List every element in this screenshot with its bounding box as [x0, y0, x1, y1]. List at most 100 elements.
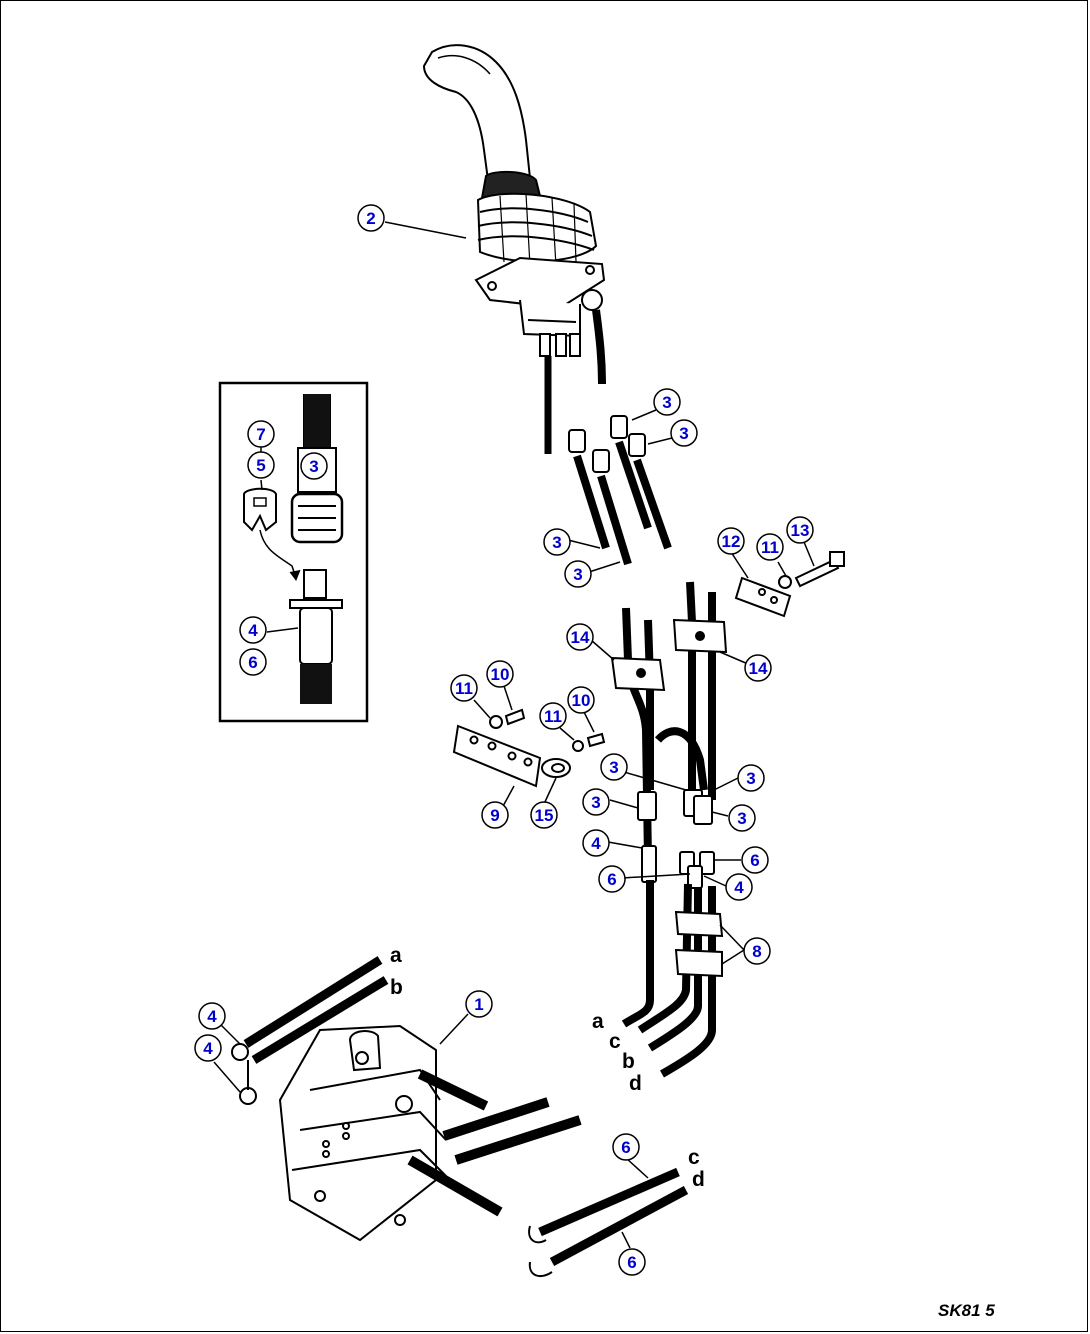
callout-4e: 4 [194, 1034, 222, 1062]
callout-circle [741, 846, 769, 874]
callout-circle [486, 660, 514, 688]
callout-circle [670, 419, 698, 447]
callout-label: 14 [571, 628, 590, 647]
callout-circle [194, 1034, 222, 1062]
callout-circle [653, 388, 681, 416]
callout-label: 8 [752, 942, 761, 961]
callout-10b: 10 [567, 686, 595, 714]
callout-label: 3 [737, 809, 746, 828]
joystick-lever [422, 44, 606, 454]
callout-circle [744, 654, 772, 682]
port-letter-b2: b [622, 1050, 635, 1073]
callout-label: 4 [207, 1007, 217, 1026]
callout-label: 5 [256, 456, 265, 475]
callout-circle [539, 702, 567, 730]
callout-circle [481, 801, 509, 829]
callout-label: 9 [490, 806, 499, 825]
callout-circle [737, 764, 765, 792]
callout-circle [566, 623, 594, 651]
callout-label: 6 [627, 1253, 636, 1272]
callout-label: 3 [662, 393, 671, 412]
callout-10a: 10 [486, 660, 514, 688]
callout-circle [728, 804, 756, 832]
callout-circle [543, 528, 571, 556]
callout-circle [465, 990, 493, 1018]
callout-13: 13 [786, 516, 814, 544]
callout-3i: 3 [728, 804, 756, 832]
drawing-code: SK81 5 [938, 1301, 995, 1320]
callout-circle [357, 204, 385, 232]
callout-label: 13 [791, 521, 810, 540]
callout-circle [198, 1002, 226, 1030]
callout-label: 4 [591, 834, 601, 853]
callout-8: 8 [743, 937, 771, 965]
callout-label: 3 [552, 533, 561, 552]
callout-6b: 6 [741, 846, 769, 874]
callout-3b: 3 [670, 419, 698, 447]
callout-label: 2 [366, 209, 375, 228]
callout-6a: 6 [239, 648, 267, 676]
callout-label: 4 [248, 621, 258, 640]
port-letter-a1: a [390, 944, 402, 967]
callout-3c: 3 [543, 528, 571, 556]
callout-label: 3 [679, 424, 688, 443]
callout-2a: 2 [357, 204, 385, 232]
callout-6e: 6 [618, 1248, 646, 1276]
control-valve-block [231, 956, 582, 1242]
hose-group-upper [568, 415, 672, 566]
hose-group-lower [621, 845, 724, 1078]
callout-label: 11 [761, 538, 779, 557]
callout-label: 3 [746, 769, 755, 788]
callout-14b: 14 [744, 654, 772, 682]
callout-7: 7 [247, 420, 275, 448]
callout-label: 7 [256, 425, 265, 444]
callout-label: 1 [474, 995, 483, 1014]
callout-label: 10 [491, 665, 510, 684]
port-letter-d3: d [692, 1168, 705, 1191]
callout-15: 15 [530, 801, 558, 829]
callout-circle [567, 686, 595, 714]
callout-11c: 11 [539, 702, 567, 730]
callout-label: 4 [734, 878, 744, 897]
plate-and-bracket [452, 708, 606, 788]
callout-label: 6 [607, 870, 616, 889]
callout-label: 3 [609, 758, 618, 777]
callout-6d: 6 [612, 1133, 640, 1161]
port-letter-c2: c [609, 1030, 621, 1053]
callout-3a: 3 [653, 388, 681, 416]
callout-4d: 4 [198, 1002, 226, 1030]
callout-label: 11 [544, 707, 562, 726]
hose-group-middle [610, 581, 728, 861]
port-letter-a2: a [592, 1010, 604, 1033]
callout-circle [247, 420, 275, 448]
callout-3d: 3 [564, 560, 592, 588]
leader-lines [213, 221, 815, 1249]
callout-circle [530, 801, 558, 829]
callout-12: 12 [717, 527, 745, 555]
callout-circle [300, 452, 328, 480]
callout-label: 14 [749, 659, 768, 678]
callout-label: 12 [722, 532, 741, 551]
callout-label: 3 [309, 457, 318, 476]
callout-label: 10 [572, 691, 591, 710]
callout-circle [600, 753, 628, 781]
callout-3h: 3 [582, 788, 610, 816]
callout-3f: 3 [600, 753, 628, 781]
callout-circle [725, 873, 753, 901]
hose-pair-6 [528, 1167, 689, 1278]
callout-circle [612, 1133, 640, 1161]
callout-label: 11 [455, 679, 473, 698]
callout-11b: 11 [450, 674, 478, 702]
callout-4a: 4 [239, 616, 267, 644]
callout-circle [450, 674, 478, 702]
callout-circle [618, 1248, 646, 1276]
callout-circle [564, 560, 592, 588]
callout-11a: 11 [756, 533, 784, 561]
callout-circle [239, 648, 267, 676]
callout-3e: 3 [300, 452, 328, 480]
callout-label: 6 [621, 1138, 630, 1157]
callout-circle [582, 788, 610, 816]
callout-label: 4 [203, 1039, 213, 1058]
